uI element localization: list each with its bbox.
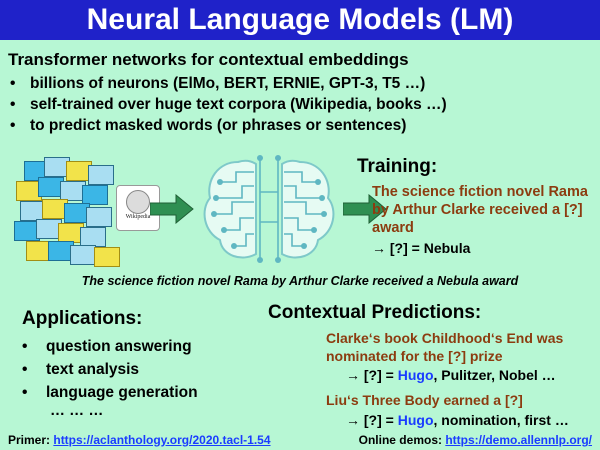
answer-prefix: → [?] = bbox=[346, 367, 398, 383]
primer-link[interactable]: https://aclanthology.org/2020.tacl-1.54 bbox=[53, 433, 271, 447]
prediction-question-1: Clarke‘s book Childhood‘s End was nomina… bbox=[326, 330, 564, 364]
book-icon bbox=[94, 247, 120, 267]
demos-link[interactable]: https://demo.allennlp.org/ bbox=[445, 433, 592, 447]
bullet-item: to predict masked words (or phrases or s… bbox=[8, 115, 447, 136]
prediction-answer-2: → [?] = Hugo, nomination, first … bbox=[346, 412, 569, 428]
applications-ellipsis: … … … bbox=[50, 402, 104, 419]
answer-highlight: Hugo bbox=[397, 367, 434, 383]
answer-rest: , Pulitzer, Nobel … bbox=[433, 367, 556, 383]
prediction-answer-1: → [?] = Hugo, Pulitzer, Nobel … bbox=[346, 367, 556, 383]
demos-label: Online demos: bbox=[358, 433, 446, 447]
right-arrow-icon bbox=[150, 194, 194, 224]
circuit-brain-icon bbox=[203, 155, 335, 263]
book-icon bbox=[88, 165, 114, 185]
bullet-item: billions of neurons (ElMo, BERT, ERNIE, … bbox=[8, 73, 447, 94]
primer-label: Primer: bbox=[8, 433, 54, 447]
training-example: The science fiction novel Rama by Arthur… bbox=[372, 184, 588, 236]
applications-heading: Applications: bbox=[22, 308, 143, 329]
contextual-predictions-heading: Contextual Predictions: bbox=[268, 302, 482, 323]
globe-icon bbox=[126, 190, 150, 214]
application-item: language generation bbox=[22, 381, 198, 404]
applications-list: question answering text analysis languag… bbox=[22, 335, 198, 404]
training-answer: → [?] = Nebula bbox=[372, 240, 471, 256]
answer-rest: , nomination, first … bbox=[433, 412, 569, 428]
right-arrow-icon bbox=[343, 194, 387, 224]
title-bar: Neural Language Models (LM) bbox=[0, 0, 600, 40]
wikipedia-logo-text: Wikipedia bbox=[125, 214, 151, 220]
book-icon bbox=[86, 207, 112, 227]
demos-footer: Online demos: https://demo.allennlp.org/ bbox=[359, 433, 592, 447]
subheading: Transformer networks for contextual embe… bbox=[8, 50, 409, 69]
training-heading: Training: bbox=[357, 156, 438, 177]
primer-footer: Primer: https://aclanthology.org/2020.ta… bbox=[8, 433, 271, 447]
answer-prefix: → [?] = bbox=[346, 412, 398, 428]
slide-title: Neural Language Models (LM) bbox=[86, 3, 514, 36]
book-stack-icon: Wikipedia bbox=[14, 155, 160, 270]
answer-highlight: Hugo bbox=[397, 412, 434, 428]
bullet-item: self-trained over huge text corpora (Wik… bbox=[8, 94, 447, 115]
book-icon bbox=[80, 227, 106, 247]
book-icon bbox=[82, 185, 108, 205]
application-item: text analysis bbox=[22, 358, 198, 381]
example-caption: The science fiction novel Rama by Arthur… bbox=[81, 274, 519, 288]
prediction-question-2: Liu‘s Three Body earned a [?] bbox=[326, 392, 523, 408]
bullet-list: billions of neurons (ElMo, BERT, ERNIE, … bbox=[8, 73, 447, 136]
application-item: question answering bbox=[22, 335, 198, 358]
book-icon bbox=[70, 245, 96, 265]
